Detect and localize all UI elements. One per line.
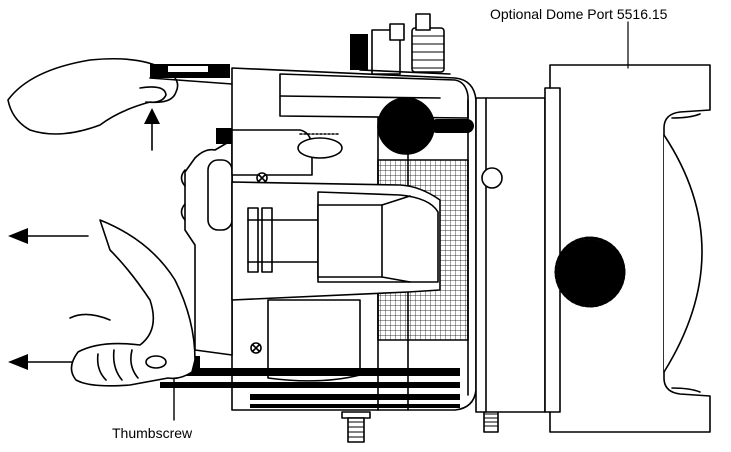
port-mount-ring (475, 97, 546, 413)
camera-body (180, 128, 361, 382)
lcd-hinge-assembly (231, 181, 441, 301)
upper-hand (7, 57, 233, 135)
thumbscrew-label: Thumbscrew (112, 425, 193, 441)
dome-port-label: Optional Dome Port 5516.15 (490, 6, 668, 22)
push-up-arrow (144, 108, 160, 151)
bottom-tray (160, 368, 499, 443)
pull-left-arrow-lower (8, 354, 73, 370)
top-controls (350, 13, 474, 155)
dome-port (544, 21, 711, 433)
lower-hand (69, 219, 196, 387)
pull-left-arrow-upper (8, 228, 89, 244)
